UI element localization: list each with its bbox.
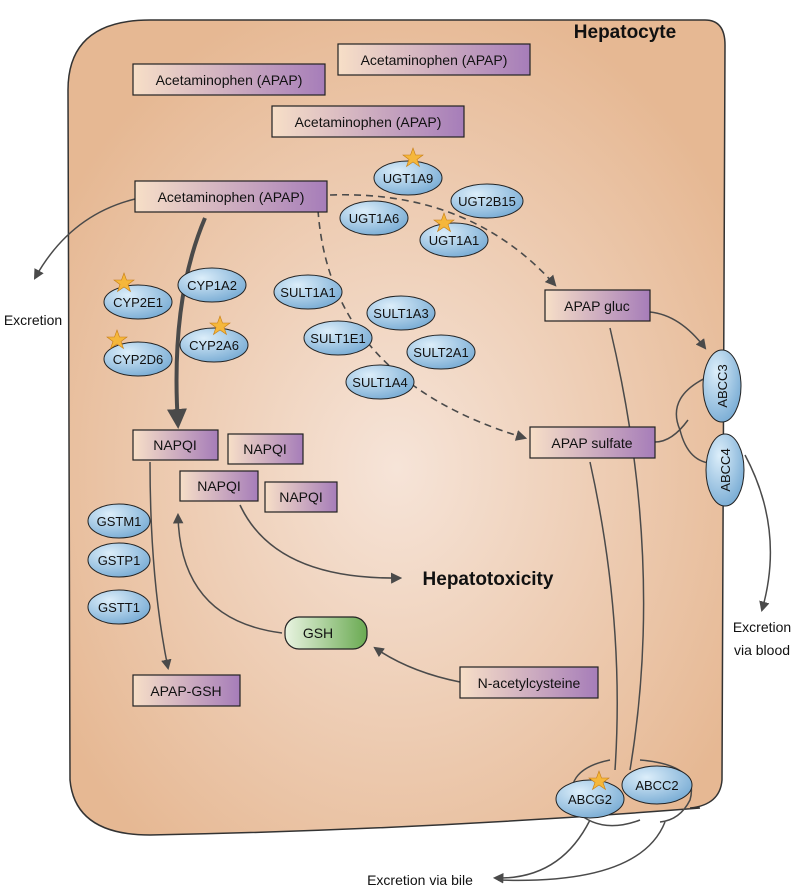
arrow-gsh-napqi — [172, 512, 283, 634]
enzyme-cyp2d6: CYP2D6 — [103, 341, 173, 377]
svg-text:CYP2E1: CYP2E1 — [113, 295, 163, 310]
enzyme-cyp2e1: CYP2E1 — [103, 284, 173, 320]
svg-text:GSTM1: GSTM1 — [97, 514, 142, 529]
arrow-apap-sulfate — [317, 209, 528, 441]
enzyme-ugt1a9: UGT1A9 — [373, 160, 443, 196]
transporter-abcc4: ABCC4 — [705, 433, 745, 507]
svg-text:ABCC2: ABCC2 — [635, 778, 678, 793]
transporter-abcc2: ABCC2 — [621, 765, 693, 805]
arrow-napqi-apapgsh — [149, 461, 172, 671]
svg-text:CYP2D6: CYP2D6 — [113, 352, 164, 367]
svg-text:UGT2B15: UGT2B15 — [458, 194, 516, 209]
svg-text:N-acetylcysteine: N-acetylcysteine — [478, 675, 581, 691]
box-apap-sulfate: APAP sulfate — [529, 426, 656, 459]
enzyme-gstt1: GSTT1 — [87, 589, 151, 625]
box-apap-1: Acetaminophen (APAP) — [337, 43, 531, 76]
arrow-excretion-bile-right — [497, 821, 666, 882]
enzyme-gstm1: GSTM1 — [87, 503, 151, 539]
star-icon-ugt1a9 — [402, 147, 424, 168]
enzyme-ugt1a1: UGT1A1 — [419, 222, 489, 258]
box-napqi-1: NAPQI — [132, 429, 219, 461]
arrow-napqi-hepatotoxicity — [239, 504, 403, 584]
label-excretion-blood-1: Excretion — [733, 619, 791, 635]
arrow-nac-gsh — [373, 646, 461, 683]
enzyme-ugt1a6: UGT1A6 — [339, 200, 409, 236]
star-icon-cyp2e1 — [113, 272, 135, 293]
transporter-loop-bile-right — [639, 759, 693, 823]
svg-text:APAP sulfate: APAP sulfate — [551, 435, 632, 451]
arrow-apap-napqi — [167, 217, 207, 429]
svg-text:GSH: GSH — [303, 625, 333, 641]
enzyme-cyp2a6: CYP2A6 — [179, 327, 249, 363]
svg-text:NAPQI: NAPQI — [153, 437, 197, 453]
arrow-apap-gluc — [329, 193, 557, 287]
enzyme-gstp1: GSTP1 — [87, 542, 151, 578]
arrow-excretion-bile-left — [492, 819, 591, 884]
svg-text:Acetaminophen (APAP): Acetaminophen (APAP) — [295, 114, 442, 130]
box-nac: N-acetylcysteine — [459, 666, 599, 699]
box-apap-3: Acetaminophen (APAP) — [271, 105, 465, 138]
svg-text:SULT2A1: SULT2A1 — [413, 345, 468, 360]
line-sulfate-abcc — [654, 419, 689, 443]
label-excretion-blood-2: via blood — [734, 642, 790, 658]
box-napqi-3: NAPQI — [179, 470, 259, 502]
box-apap-gsh: APAP-GSH — [132, 674, 241, 707]
svg-text:Acetaminophen (APAP): Acetaminophen (APAP) — [158, 189, 305, 205]
enzyme-cyp1a2: CYP1A2 — [177, 267, 247, 303]
star-icon-ugt1a1 — [433, 212, 455, 233]
svg-text:CYP2A6: CYP2A6 — [189, 338, 239, 353]
svg-text:APAP gluc: APAP gluc — [564, 298, 630, 314]
box-apap-main: Acetaminophen (APAP) — [134, 180, 328, 213]
svg-text:GSTT1: GSTT1 — [98, 600, 140, 615]
svg-text:Acetaminophen (APAP): Acetaminophen (APAP) — [156, 72, 303, 88]
svg-text:NAPQI: NAPQI — [197, 478, 241, 494]
svg-text:ABCC3: ABCC3 — [715, 364, 730, 407]
label-hepatotoxicity: Hepatotoxicity — [423, 569, 554, 590]
hepatocyte-cell — [67, 19, 726, 836]
box-napqi-2: NAPQI — [227, 433, 304, 465]
svg-text:UGT1A6: UGT1A6 — [349, 211, 400, 226]
svg-text:NAPQI: NAPQI — [243, 441, 287, 457]
hepatocyte-title: Hepatocyte — [574, 22, 676, 43]
svg-text:SULT1E1: SULT1E1 — [310, 331, 365, 346]
label-excretion-bile: Excretion via bile — [367, 872, 473, 888]
arrow-gluc-abcc3 — [649, 311, 707, 350]
transporter-abcg2: ABCG2 — [555, 779, 625, 819]
star-icon-cyp2d6 — [106, 329, 128, 350]
enzyme-sult1e1: SULT1E1 — [303, 320, 373, 356]
enzyme-sult1a4: SULT1A4 — [345, 364, 415, 400]
svg-text:UGT1A1: UGT1A1 — [429, 233, 480, 248]
enzyme-ugt2b15: UGT2B15 — [450, 183, 524, 219]
svg-text:SULT1A3: SULT1A3 — [373, 306, 428, 321]
svg-text:ABCC4: ABCC4 — [718, 448, 733, 491]
svg-text:SULT1A4: SULT1A4 — [352, 375, 407, 390]
svg-text:SULT1A1: SULT1A1 — [280, 285, 335, 300]
enzyme-sult1a3: SULT1A3 — [366, 295, 436, 331]
box-apap-2: Acetaminophen (APAP) — [132, 63, 326, 96]
svg-text:NAPQI: NAPQI — [279, 489, 323, 505]
svg-text:ABCG2: ABCG2 — [568, 792, 612, 807]
star-icon-cyp2a6 — [209, 315, 231, 336]
box-napqi-4: NAPQI — [264, 481, 338, 513]
arrow-excretion-blood — [744, 454, 772, 613]
transporter-abcc3: ABCC3 — [702, 349, 742, 423]
svg-text:UGT1A9: UGT1A9 — [383, 171, 434, 186]
label-excretion: Excretion — [4, 312, 62, 328]
line-gluc-abcc2 — [609, 327, 645, 771]
arrow-apap-excretion — [33, 198, 136, 280]
svg-text:Acetaminophen (APAP): Acetaminophen (APAP) — [361, 52, 508, 68]
svg-text:GSTP1: GSTP1 — [98, 553, 141, 568]
enzyme-sult1a1: SULT1A1 — [273, 274, 343, 310]
box-apap-gluc: APAP gluc — [544, 289, 651, 322]
star-icon-abcg2 — [588, 770, 610, 791]
line-sulfate-abcg2 — [589, 461, 618, 771]
pill-gsh: GSH — [284, 616, 368, 650]
svg-text:CYP1A2: CYP1A2 — [187, 278, 237, 293]
enzyme-sult2a1: SULT2A1 — [406, 334, 476, 370]
svg-text:APAP-GSH: APAP-GSH — [150, 683, 221, 699]
